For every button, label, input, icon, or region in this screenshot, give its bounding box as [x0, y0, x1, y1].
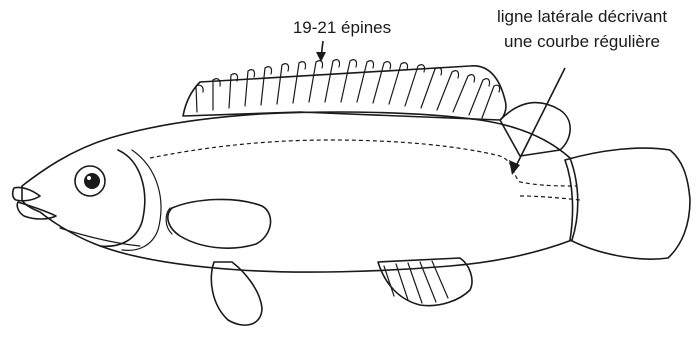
dorsal-spines [196, 60, 500, 118]
lateral-line-label-1: ligne latérale décrivant [497, 7, 667, 26]
spines-arrow [316, 41, 326, 62]
eye-pupil [84, 173, 100, 189]
gill-cover-inner [122, 150, 161, 250]
lateral-line-label-2: une courbe régulière [504, 32, 660, 51]
lateral-line-arrow [509, 68, 565, 175]
pectoral-fin [168, 199, 271, 248]
preopercle [60, 228, 140, 246]
gill-cover [100, 150, 145, 246]
caudal-fin [565, 148, 690, 259]
spines-label: 19-21 épines [293, 18, 391, 37]
lateral-line-lower [520, 196, 580, 200]
eye-highlight [87, 176, 91, 180]
fish-body [22, 112, 578, 272]
mouth [13, 187, 40, 200]
